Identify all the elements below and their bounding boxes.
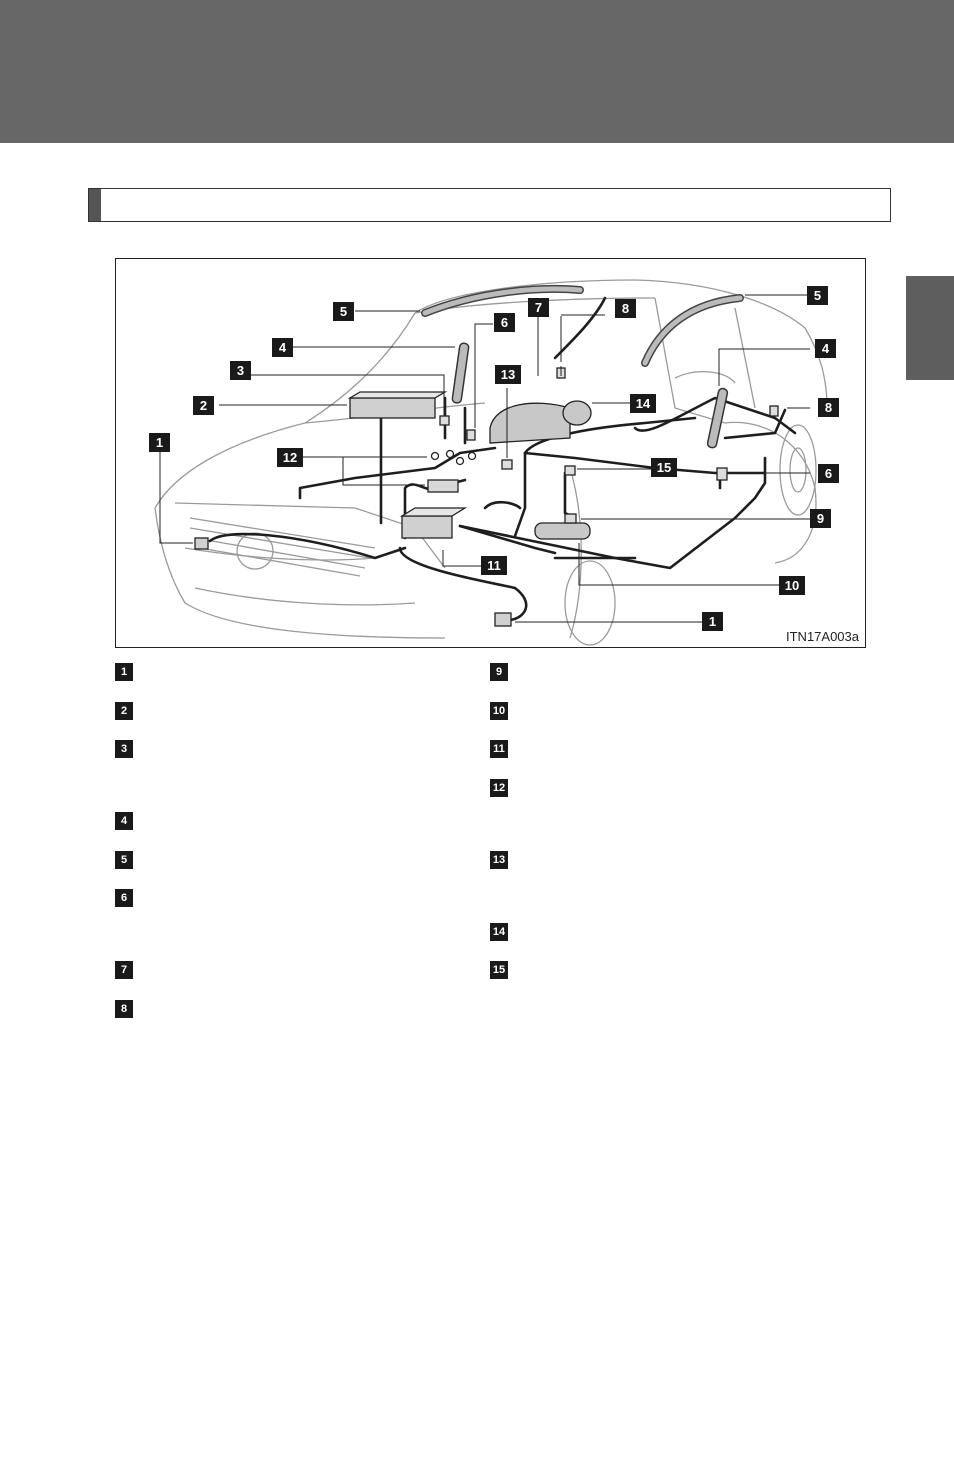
legend-badge: 11 [490,740,508,758]
car-illustration: 1 2 3 4 5 6 7 8 5 4 8 6 9 10 1 11 12 13 … [115,258,866,648]
svg-text:6: 6 [825,466,832,481]
svg-text:4: 4 [822,341,830,356]
legend-badge: 5 [115,851,133,869]
legend-badge: 10 [490,702,508,720]
curtain-airbags [421,284,744,449]
legend-badge: 8 [115,1000,133,1018]
wiring-harness [208,296,797,622]
svg-text:8: 8 [825,400,832,415]
leader-lines [159,294,810,623]
header-band [0,0,954,143]
callout-1-rear: 1 [702,612,723,631]
svg-text:4: 4 [279,340,287,355]
callout-2: 2 [193,396,214,415]
airbag-location-figure: 1 2 3 4 5 6 7 8 5 4 8 6 9 10 1 11 12 13 … [115,258,866,648]
callout-10: 10 [779,576,805,595]
legend-item: 9 [490,663,518,681]
legend-badge: 1 [115,663,133,681]
legend-badge: 13 [490,851,508,869]
legend-item: 5 [115,851,143,869]
legend-badge: 15 [490,961,508,979]
svg-text:13: 13 [501,367,515,382]
legend-item: 14 [490,923,518,941]
callout-8-right: 8 [818,398,839,417]
svg-text:1: 1 [156,435,163,450]
legend-badge: 3 [115,740,133,758]
legend-item: 12 [490,779,518,797]
callout-11: 11 [481,556,507,575]
legend-badge: 4 [115,812,133,830]
svg-text:1: 1 [709,614,716,629]
section-heading-bar [88,188,891,222]
callout-6-left: 6 [494,313,515,332]
legend-badge: 6 [115,889,133,907]
legend-item: 1 [115,663,143,681]
callout-6-right: 6 [818,464,839,483]
svg-text:9: 9 [817,511,824,526]
svg-text:11: 11 [487,558,501,573]
svg-text:5: 5 [814,288,821,303]
legend-item: 15 [490,961,518,979]
legend-item: 2 [115,702,143,720]
callout-15: 15 [651,458,677,477]
svg-text:14: 14 [636,396,651,411]
callout-3: 3 [230,361,251,380]
svg-text:2: 2 [200,398,207,413]
svg-text:8: 8 [622,301,629,316]
callout-4-left: 4 [272,338,293,357]
section-heading-accent [89,189,101,221]
legend-badge: 9 [490,663,508,681]
chapter-tab [906,276,954,380]
legend-item: 10 [490,702,518,720]
svg-text:3: 3 [237,363,244,378]
callout-8-left: 8 [615,299,636,318]
legend-item: 13 [490,851,518,869]
svg-text:6: 6 [501,315,508,330]
callout-badges: 1 2 3 4 5 6 7 8 5 4 8 6 9 10 1 11 12 13 … [149,286,839,631]
svg-text:7: 7 [535,300,542,315]
svg-text:12: 12 [283,450,297,465]
callout-12: 12 [277,448,303,467]
callout-13: 13 [495,365,521,384]
legend-item: 7 [115,961,143,979]
callout-5-left: 5 [333,302,354,321]
callout-14: 14 [630,394,656,413]
svg-text:10: 10 [785,578,799,593]
legend-badge: 12 [490,779,508,797]
image-code: ITN17A003a [786,629,860,644]
callout-7: 7 [528,298,549,317]
callout-4-right: 4 [815,339,836,358]
callout-9: 9 [810,509,831,528]
legend-item: 8 [115,1000,143,1018]
callout-5-right: 5 [807,286,828,305]
svg-text:15: 15 [657,460,671,475]
airbag-components [194,367,779,627]
legend-badge: 14 [490,923,508,941]
legend-badge: 2 [115,702,133,720]
car-outline [154,279,828,646]
legend-item: 11 [490,740,518,758]
legend-item: 4 [115,812,143,830]
legend-item: 6 [115,889,143,907]
legend-badge: 7 [115,961,133,979]
legend-item: 3 [115,740,143,758]
callout-1-front: 1 [149,433,170,452]
svg-text:5: 5 [340,304,347,319]
